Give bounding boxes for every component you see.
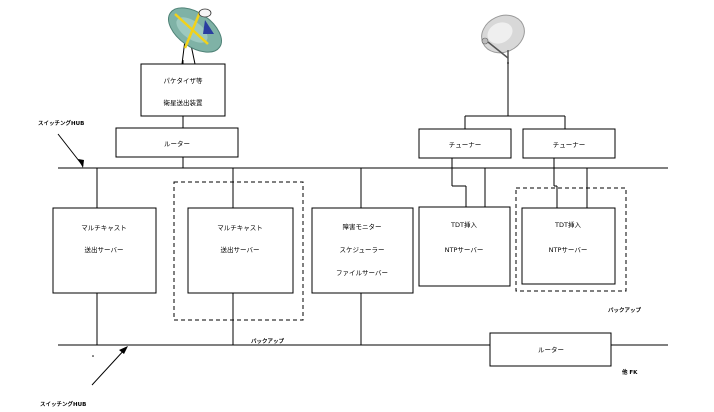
hub-top-label: スイッチングHUB [38,119,84,127]
tdt-2-line-1: TDT挿入 [554,220,581,229]
tdt-server-box-1 [418,206,511,287]
tdt-1-line-1: TDT挿入 [450,220,477,229]
multicast-1-line-1: マルチキャスト [81,224,127,232]
monitor-server-box [311,207,414,294]
tuner-2-label: チューナー [553,141,586,149]
satellite-dish-primary-icon [168,7,222,65]
satellite-box-line-1: パケタイザ等 [164,76,204,85]
satellite-transmitter-box [140,63,226,117]
tuner-1-label: チューナー [449,141,482,149]
tuner-box-2 [522,128,616,159]
router-top-label: ルーター [164,139,190,148]
backup-label-2: バックアップ [608,306,642,314]
router-top-box [115,127,239,158]
satellite-dish-secondary-icon [481,14,525,64]
monitor-line-1: 障害モニター [343,222,382,231]
tuner-box-1 [418,128,512,159]
hub-bottom-label: スイッチングHUB [40,400,86,408]
multicast-server-box-1 [52,207,157,294]
monitor-line-3: ファイルサーバー [336,269,388,277]
satellite-box-line-2: 衛星送出装置 [164,98,204,107]
tdt-server-box-2 [521,207,616,285]
router-bottom-label: ルーター [538,345,564,354]
backup-label-1: バックアップ [251,337,285,345]
multicast-2-line-2: 送出サーバー [221,245,260,254]
monitor-line-2: スケジューラー [339,246,384,254]
multicast-server-box-2 [187,207,294,294]
backup-group-multicast [173,181,304,321]
tdt-2-line-2: NTPサーバー [549,246,588,254]
multicast-2-line-1: マルチキャスト [217,224,263,232]
backup-group-tdt [515,187,627,292]
router-bottom-box [489,332,612,367]
tdt-1-line-2: NTPサーバー [445,246,484,254]
small-note-label: 他 FK [621,368,638,376]
multicast-1-line-2: 送出サーバー [85,245,124,254]
